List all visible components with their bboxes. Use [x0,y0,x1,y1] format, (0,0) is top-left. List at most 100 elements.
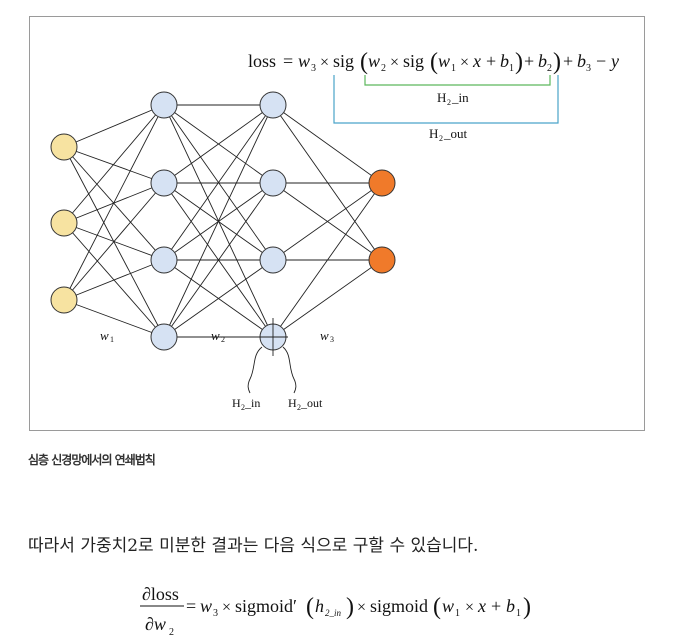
deriv-denominator: ∂w [145,614,166,634]
deriv-w1: w [442,596,454,616]
svg-text:w: w [100,328,109,343]
deriv-h-sub: 2_in [325,608,342,618]
deriv-w3: w [200,596,212,616]
svg-text:2: 2 [297,403,301,412]
hidden2-node-2 [259,169,287,197]
inner-bracket [364,75,551,86]
input-node-3 [50,286,78,314]
eq-w1-sub: 1 [451,63,456,74]
eq-b2-sub: 2 [547,63,552,74]
hidden1-node-4 [150,323,178,351]
svg-text:2: 2 [439,134,443,143]
deriv-paren-close-1: ) [346,594,354,620]
output-node-2 [368,246,396,274]
eq-w2: w [368,51,380,71]
svg-text:w: w [211,328,220,343]
input-node-2 [50,209,78,237]
edge-hidden1-4-to-hidden2-3 [163,259,274,338]
svg-text:3: 3 [330,335,334,344]
svg-text:_in: _in [451,90,469,105]
edge-input-3-to-hidden1-4 [63,299,165,338]
svg-text:H: H [288,396,297,410]
deriv-sigmoid-prime: sigmoid′ [235,596,297,616]
deriv-paren-open-1: ( [306,594,314,620]
neural-network-figure: loss = w 3 × sig ( w 2 × sig ( w 1 × x +… [29,16,645,431]
eq-plus-1: + [486,51,496,71]
deriv-equals: = [186,596,196,616]
derivative-equation: ∂loss ∂w 2 = w 3 × sigmoid′ ( h 2_in ) ×… [140,584,531,638]
weight-label-w1: w 1 [100,328,114,344]
hidden1-node-3 [150,246,178,274]
deriv-x: x [477,596,486,616]
deriv-times-1: × [222,599,231,616]
output-node-1 [368,169,396,197]
eq-w2-sub: 2 [381,63,386,74]
eq-times-2: × [390,54,399,71]
eq-equals: = [283,51,293,71]
svg-text:2: 2 [447,98,451,107]
edge-hidden1-4-to-hidden2-2 [163,182,274,338]
eq-times-1: × [320,54,329,71]
outer-bracket [333,75,559,124]
svg-text:_in: _in [244,396,260,410]
figure-caption: 심층 신경망에서의 연쇄법칙 [28,453,156,467]
eq-w3-sub: 3 [311,63,316,74]
deriv-paren-close-2: ) [523,594,531,620]
eq-x: x [472,51,481,71]
input-node-1 [50,133,78,161]
h2-out-pointer [282,346,297,394]
deriv-denominator-sub: 2 [169,627,174,638]
svg-text:H: H [437,90,446,105]
eq-y: y [609,51,619,71]
hidden1-node-1 [150,91,178,119]
edge-input-3-to-hidden1-3 [63,259,165,301]
network-nodes [50,91,396,356]
edge-input-1-to-hidden1-2 [63,146,165,184]
eq-paren-open-1: ( [360,49,368,75]
eq-times-3: × [460,54,469,71]
edge-input-2-to-hidden1-1 [63,104,165,224]
svg-text:H: H [232,396,241,410]
eq-b3: b [577,51,586,71]
svg-text:2: 2 [221,335,225,344]
deriv-plus: + [491,596,501,616]
deriv-paren-open-2: ( [433,594,441,620]
eq-minus: − [596,51,606,71]
deriv-h: h [315,596,324,616]
eq-paren-open-2: ( [430,49,438,75]
edge-hidden2-1-to-output-2 [272,104,383,261]
svg-text:w: w [320,328,329,343]
eq-plus-2: + [524,51,534,71]
deriv-times-3: × [465,599,474,616]
network-diagram: loss = w 3 × sig ( w 2 × sig ( w 1 × x +… [50,49,619,412]
outer-bracket-label: H 2 _out [429,126,468,143]
weight-label-w2: w 2 [211,328,225,344]
eq-plus-3: + [563,51,573,71]
node-label-h2-out: H 2 _out [288,396,323,412]
deriv-b1-sub: 1 [516,608,521,619]
eq-sig-1: sig [333,51,354,71]
svg-text:H: H [429,126,438,141]
deriv-numerator: ∂loss [142,584,179,604]
edge-hidden2-3-to-output-1 [272,182,383,261]
network-edges [63,104,383,338]
eq-paren-close-2: ) [515,49,523,75]
edge-input-1-to-hidden1-3 [63,146,165,261]
edge-hidden2-4-to-output-1 [272,182,383,338]
eq-b1-sub: 1 [509,63,514,74]
deriv-b1: b [506,596,515,616]
eq-lhs: loss [248,51,276,71]
edge-input-1-to-hidden1-1 [63,104,165,148]
weight-label-w3: w 3 [320,328,334,344]
edge-input-3-to-hidden1-2 [63,182,165,301]
deriv-times-2: × [357,599,366,616]
h2-in-pointer [247,346,263,394]
svg-text:_out: _out [300,396,323,410]
edge-hidden2-1-to-output-1 [272,104,383,184]
edge-hidden2-4-to-output-2 [272,259,383,338]
svg-text:_out: _out [443,126,468,141]
edge-hidden1-2-to-hidden2-1 [163,104,274,184]
eq-paren-close-1: ) [553,49,561,75]
loss-equation: loss = w 3 × sig ( w 2 × sig ( w 1 × x +… [248,49,619,75]
eq-sig-2: sig [403,51,424,71]
